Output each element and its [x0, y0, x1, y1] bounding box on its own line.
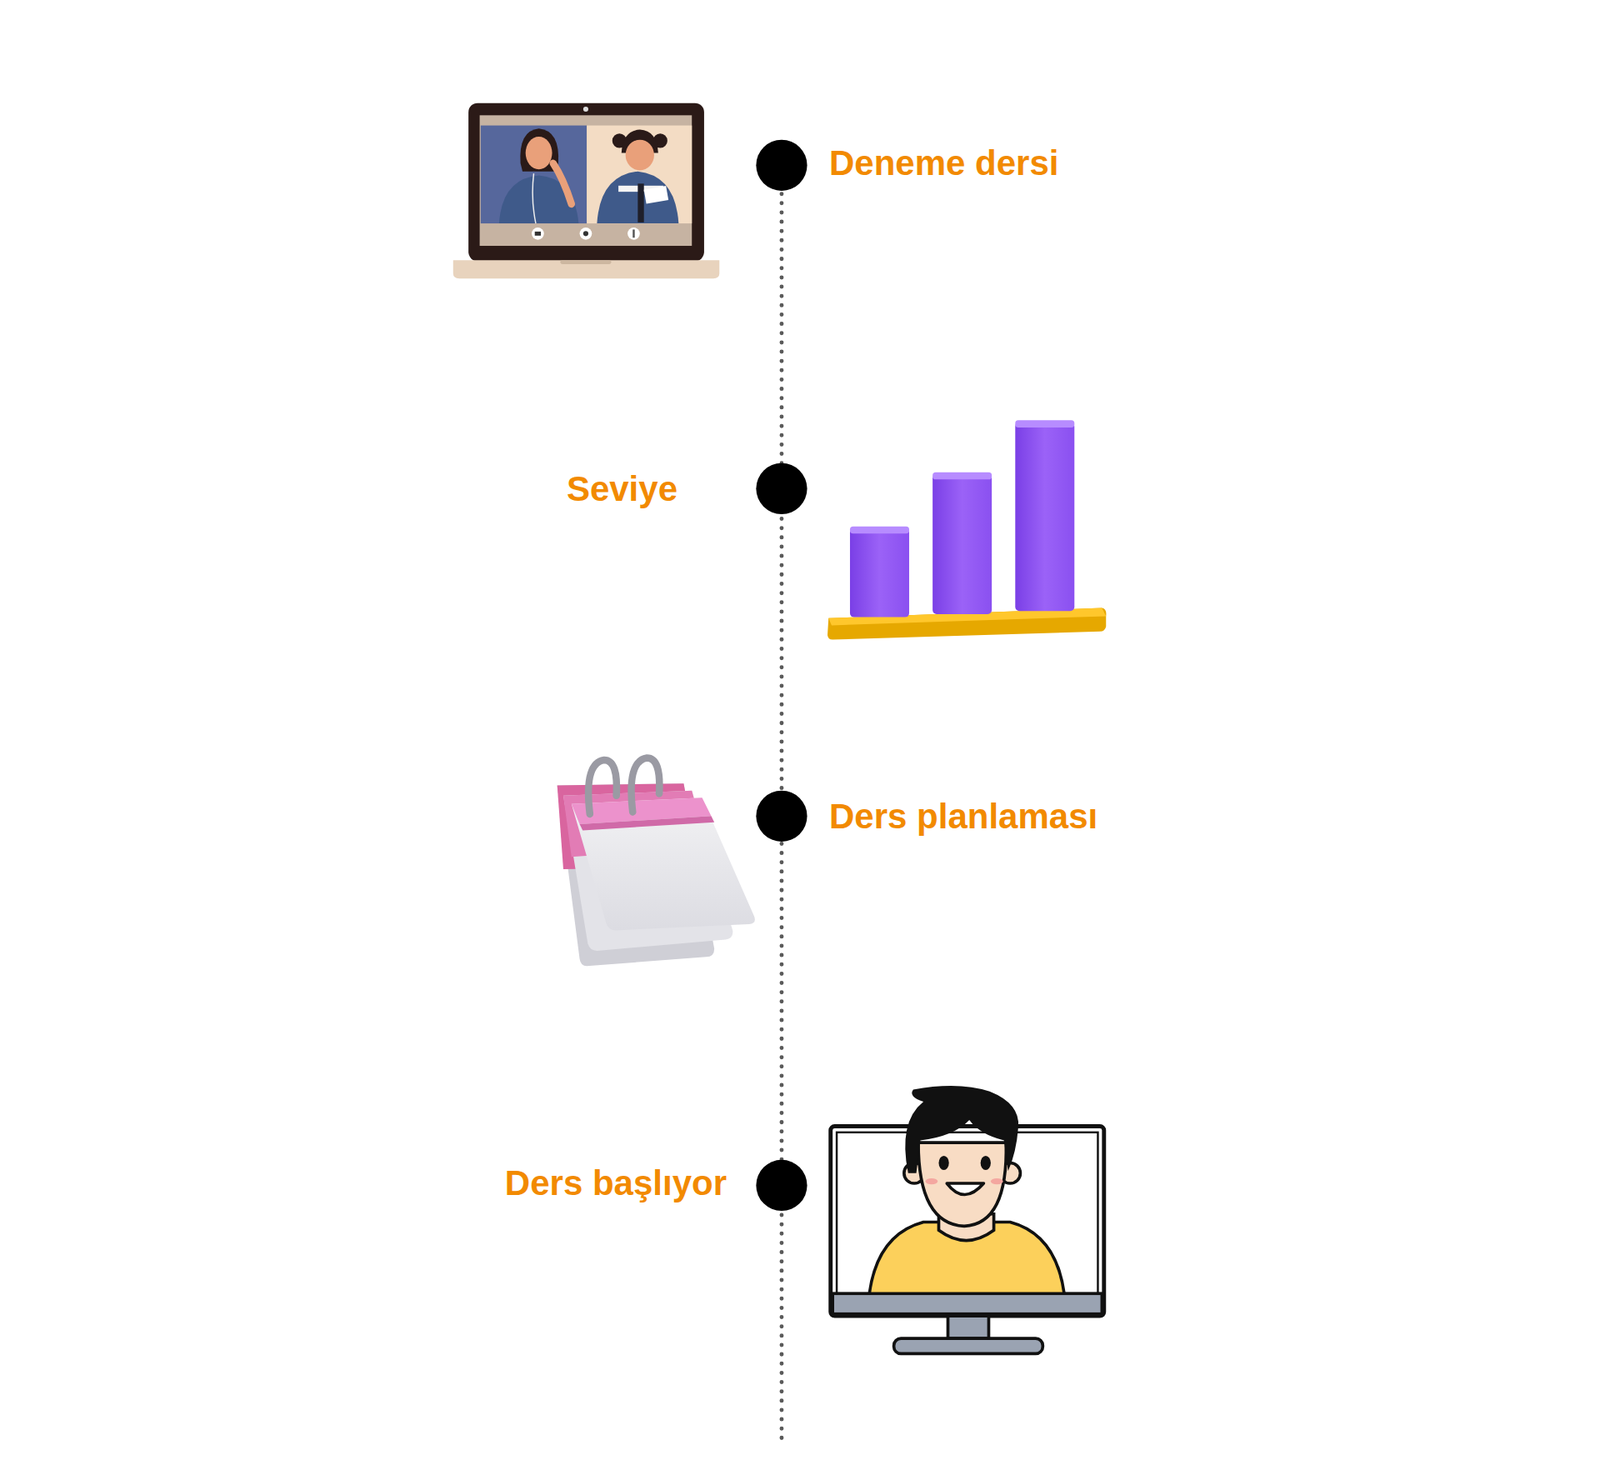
timeline-dot	[755, 790, 807, 842]
calendar-icon	[557, 758, 755, 967]
step-label: Deneme dersi	[829, 142, 1059, 185]
bar-chart-icon	[827, 420, 1106, 640]
timeline-dot	[755, 463, 807, 515]
step-label: Ders planlaması	[829, 795, 1098, 838]
timeline-dot	[755, 140, 807, 191]
monitor-person-icon	[830, 1085, 1105, 1354]
step-label: Seviye	[566, 468, 678, 510]
laptop-video-call	[453, 103, 720, 280]
step-label: Ders başlıyor	[505, 1162, 727, 1205]
timeline-dot	[755, 1160, 807, 1211]
